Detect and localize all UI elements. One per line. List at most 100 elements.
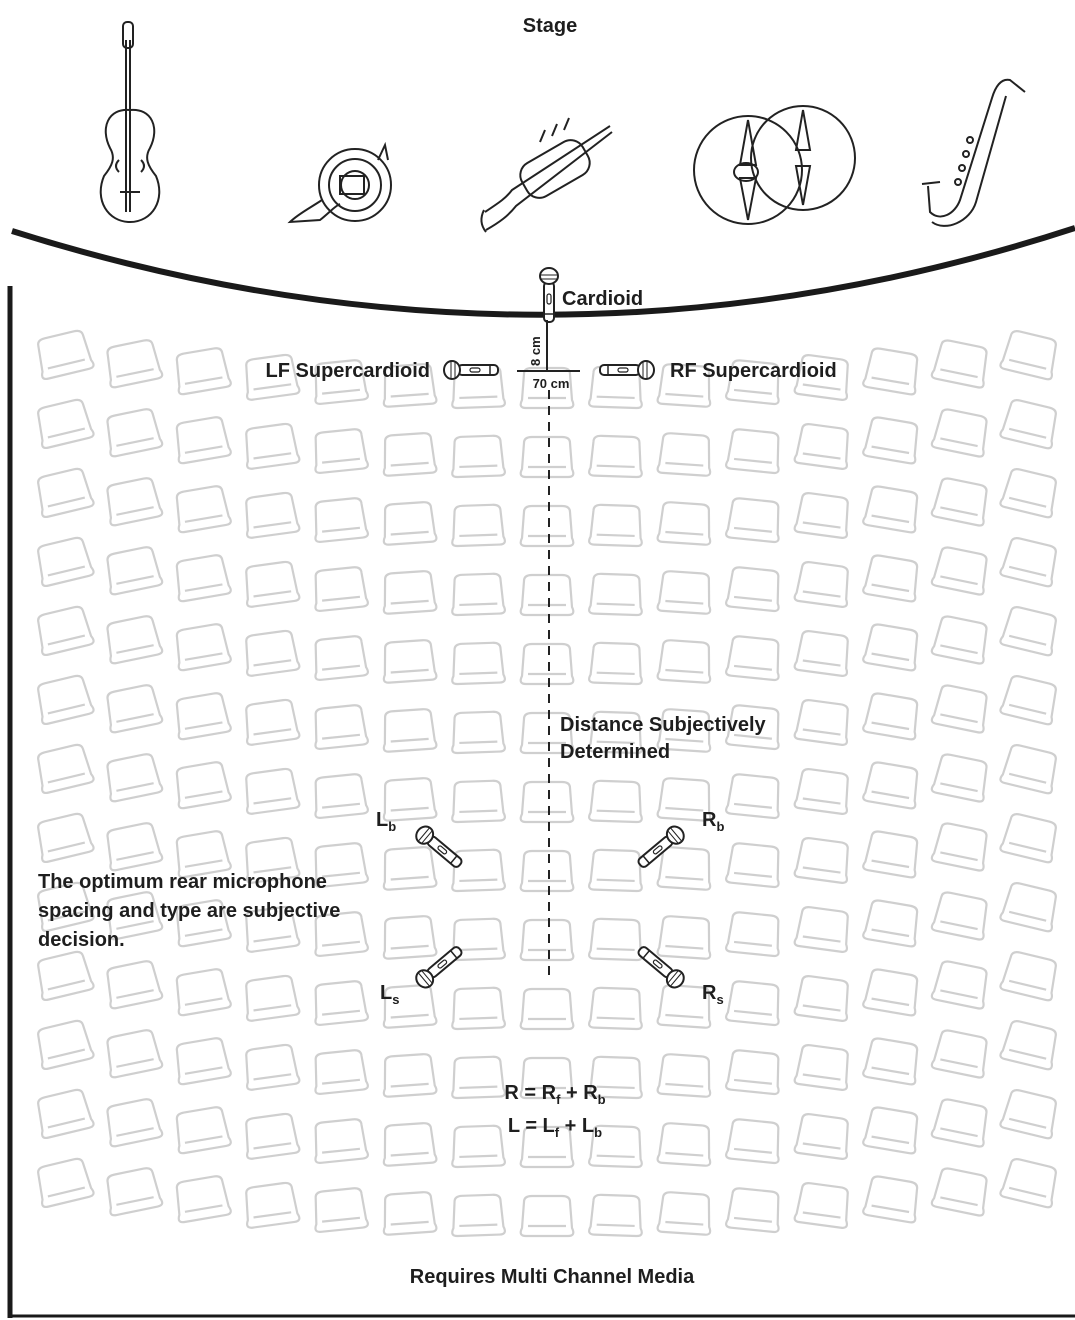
audience-seating [37,329,1057,1238]
seat [175,761,232,810]
seat [793,906,849,953]
seat [314,773,369,819]
seat [725,428,780,475]
ls-microphone-icon [411,941,467,992]
seat [382,1191,438,1236]
seat [519,435,575,479]
seat [862,1106,919,1155]
seat [588,503,643,548]
seat [862,830,919,879]
seat [656,1122,712,1167]
seat [519,642,575,686]
seat [862,968,919,1017]
seat [999,330,1057,381]
seat [245,353,301,401]
seat [999,813,1057,864]
seat [930,1098,988,1148]
violin-icon [99,21,161,224]
stage-label: Stage [523,15,577,37]
cardioid-label: Cardioid [562,288,643,310]
seat [588,1055,643,1100]
seat [862,416,919,465]
seat [862,899,919,948]
seat [519,1056,575,1100]
seat [793,492,849,539]
seat [656,639,712,684]
seat [793,354,849,401]
seat [382,639,438,684]
seat [519,366,575,410]
seat [37,812,95,864]
rs-microphone-icon [633,941,689,992]
seat [37,950,95,1002]
seat [382,363,438,408]
seat [862,554,919,603]
seat [382,1122,438,1167]
seat [930,546,988,596]
distance-note-line1: Distance Subjectively [560,714,767,736]
gap-horizontal-label: 70 cm [533,376,570,391]
seat [862,623,919,672]
trumpet-icon [480,117,613,233]
seat [175,692,232,741]
seat [793,1182,849,1229]
seat [793,1044,849,1091]
seat [588,986,643,1031]
seat [106,960,164,1010]
seat [245,491,301,539]
seat [862,1175,919,1224]
saxophone-icon [921,78,1026,227]
rf-supercardioid-microphone-icon [599,360,655,380]
seat [588,917,643,962]
seat [519,780,575,824]
seat [106,1029,164,1079]
seat [245,836,301,884]
seat [725,566,780,613]
seat [106,546,164,596]
seat [175,968,232,1017]
seat [175,485,232,534]
seat [314,566,369,612]
seat [588,365,643,410]
seat [245,422,301,470]
seat [999,882,1057,933]
seat [656,1191,712,1236]
seat [245,698,301,746]
seat [862,347,919,396]
seat [314,1049,369,1095]
seat [725,980,780,1027]
cymbals-icon [693,105,856,225]
seat [793,1113,849,1160]
seat [37,329,95,381]
seat [519,573,575,617]
ls-label: Ls [380,982,399,1007]
seat [245,974,301,1022]
seat [793,630,849,677]
seat [314,911,369,957]
rb-label: Rb [702,809,724,834]
lb-label: Lb [376,809,396,834]
seat [519,1125,575,1169]
seat [314,359,369,405]
seat [382,777,438,822]
seat [106,891,164,941]
seat [930,960,988,1010]
seat [930,615,988,665]
seat [175,347,232,396]
rf-supercardioid-label: RF Supercardioid [670,360,837,382]
seat [37,1088,95,1140]
seat [245,629,301,677]
seat [930,1029,988,1079]
seat [451,1055,506,1100]
seat [451,1124,506,1169]
seat [175,899,232,948]
seat [314,980,369,1026]
seat [245,1043,301,1091]
seat [588,1124,643,1169]
seat [106,408,164,458]
seat [930,339,988,389]
seat [656,363,712,408]
seat [314,1118,369,1164]
seat [451,434,506,479]
